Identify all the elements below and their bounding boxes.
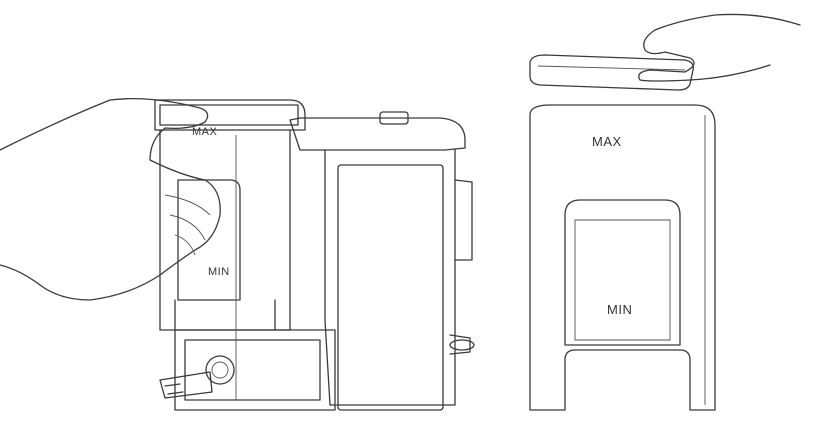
tank-lid [529,54,694,91]
max-label-right: MAX [592,134,622,149]
min-label-right: MIN [607,302,633,317]
water-tank-installed [154,99,306,400]
hand-left [0,97,221,301]
water-tank-removed [529,104,716,411]
min-label-left: MIN [208,266,230,278]
hand-right [638,13,801,82]
coffee-machine [159,111,475,411]
max-label-left: MAX [192,126,218,138]
